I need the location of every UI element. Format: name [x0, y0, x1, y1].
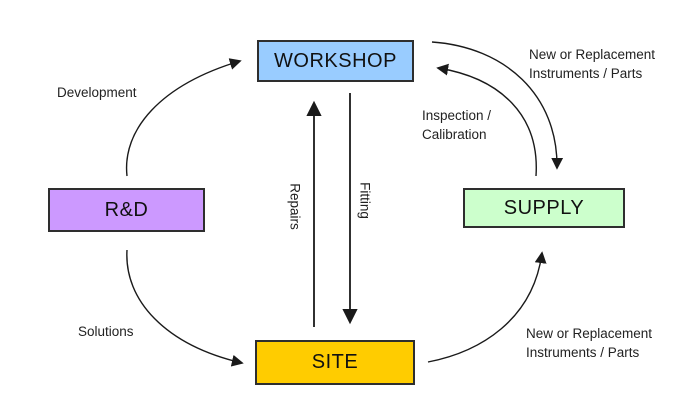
edge-label-development: Development [57, 85, 137, 100]
edge-label-solutions: Solutions [78, 324, 134, 339]
edge-label-new-top-line2: Instruments / Parts [529, 66, 643, 81]
node-workshop-label: WORKSHOP [274, 49, 397, 72]
node-rd: R&D [48, 188, 205, 232]
edge-label-fitting: Fitting [357, 182, 373, 219]
node-site-label: SITE [311, 351, 359, 373]
edge-label-new-bottom-line1: New or Replacement [526, 326, 653, 341]
arrow-supply-to-workshop [436, 63, 537, 177]
node-site: SITE [255, 340, 415, 385]
edge-label-inspection-line2: Calibration [422, 127, 487, 142]
node-supply: SUPPLY [463, 188, 625, 228]
node-rd-label: R&D [104, 198, 149, 221]
arrow-rd-to-workshop [125, 58, 242, 177]
edge-label-new-replacement-top: New or Replacement Instruments / Parts [529, 45, 655, 83]
arrow-site-to-supply [427, 251, 547, 363]
edge-label-repairs: Repairs [287, 183, 303, 230]
edge-label-new-replacement-bottom: New or Replacement Instruments / Parts [526, 324, 652, 362]
node-supply-label: SUPPLY [503, 196, 585, 219]
edge-label-new-bottom-line2: Instruments / Parts [526, 345, 640, 360]
edge-label-new-top-line1: New or Replacement [529, 47, 656, 62]
edge-label-inspection-line1: Inspection / [422, 108, 492, 123]
arrow-rd-to-site [126, 249, 244, 367]
arrow-workshop-to-supply [431, 41, 564, 170]
edge-label-inspection-calibration: Inspection / Calibration [422, 106, 491, 144]
node-workshop: WORKSHOP [257, 40, 414, 82]
